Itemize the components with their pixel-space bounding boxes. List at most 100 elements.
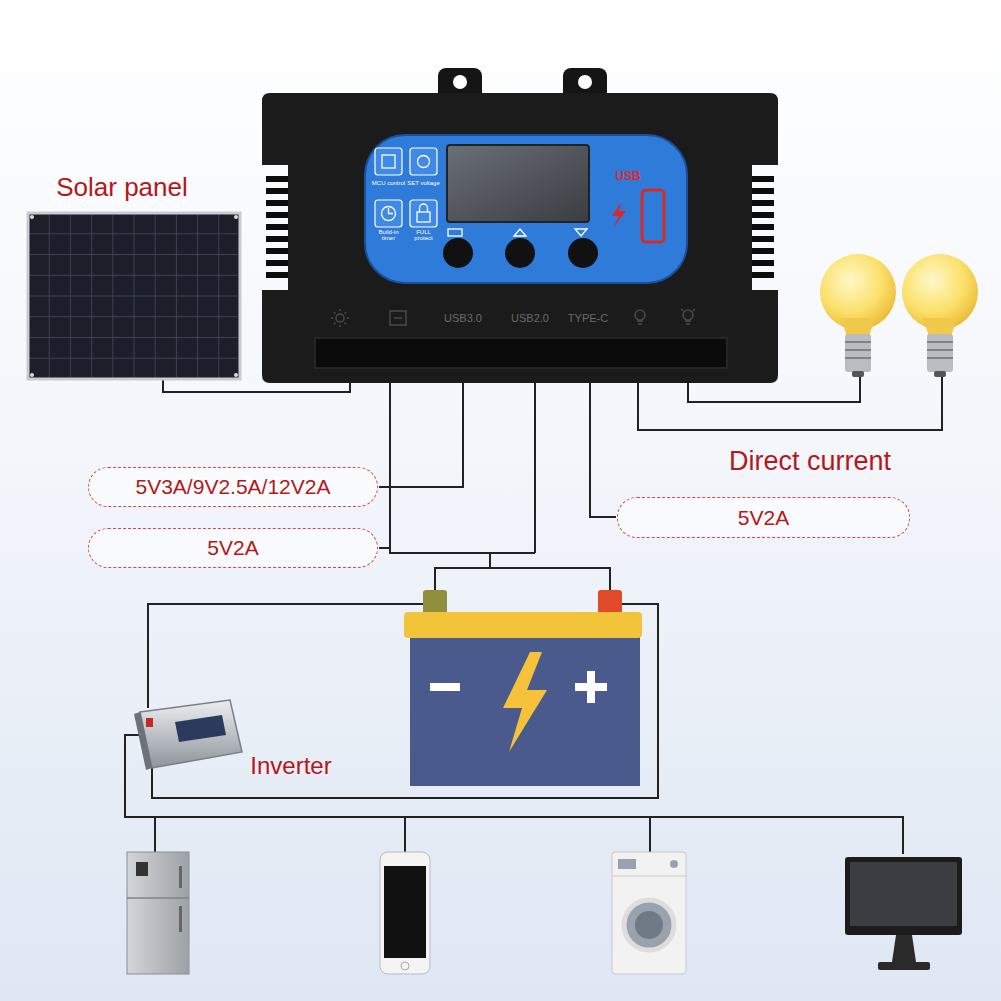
washing-machine [612,852,686,974]
battery [404,590,642,786]
charge-controller [443,238,473,268]
battery [503,652,547,752]
solar-panel [30,316,238,317]
charge-controller [752,200,774,206]
charge-controller [448,229,587,236]
charge-controller [578,75,592,89]
charge-controller [635,310,645,320]
icon-caption: FULL protect [407,229,441,241]
display-badge: USB [615,170,640,184]
port-label: USB3.0 [444,312,482,325]
refrigerator [127,852,189,974]
solar-panel [30,373,34,377]
charge-controller [752,212,774,218]
charge-controller [505,238,535,268]
wire [638,377,942,430]
charge-controller [420,204,428,212]
charge-controller [266,212,288,218]
solar-panel [28,213,240,379]
charge-controller [266,224,288,230]
charge-controller [382,155,431,222]
battery [598,590,622,614]
icon-caption: SET voltage [407,180,441,186]
icon-caption: Build-in timer [372,229,406,241]
washing-machine [624,900,674,950]
charge-controller [266,260,288,266]
light-bulb [927,334,953,372]
charge-controller [752,188,774,194]
battery [410,630,640,786]
charge-controller [642,190,664,242]
battery [587,671,595,703]
charge-controller [375,200,402,227]
charge-controller [418,156,430,168]
charge-controller [575,229,587,236]
light-bulb [840,318,876,335]
smartphone [384,866,426,958]
solar-panel [30,215,238,377]
rating-callout: 5V3A/9V2.5A/12V2A [88,467,378,507]
solar-panel [30,275,238,276]
charge-controller [266,248,288,254]
panel-title: Solar panel [56,173,188,203]
washing-machine [670,860,678,868]
solar-panel [30,254,238,255]
wire [379,547,390,549]
inverter-title: Inverter [250,752,331,780]
monitor [845,857,962,970]
smartphone [380,852,430,974]
solar-panel [30,296,238,297]
output-title: Direct current [729,446,891,477]
charge-controller [681,309,695,324]
inverter [134,712,152,770]
wire [404,817,406,852]
charge-controller [683,310,693,320]
light-bulb [820,254,978,377]
wire [390,383,535,553]
wire [148,604,423,708]
refrigerator [179,906,182,932]
washing-machine [635,911,663,939]
solar-panel [30,358,238,359]
charge-controller [262,93,778,383]
port-label: TYPE-C [568,312,608,325]
refrigerator [179,866,182,888]
charge-controller [410,148,437,175]
light-bulb [852,371,864,377]
charge-controller [375,148,437,227]
wire [649,817,651,852]
light-bulb [927,342,953,358]
inverter [134,700,242,770]
charge-controller [410,200,437,227]
charge-controller [389,208,394,214]
light-bulb [934,371,946,377]
rating-text: 5V2A [738,506,789,530]
solar-panel [30,337,238,338]
monitor [845,857,962,935]
charge-controller [382,207,396,221]
wire [489,553,491,568]
solar-panel [234,215,238,219]
washing-machine [612,876,686,877]
port-label: USB2.0 [511,312,549,325]
charge-controller [266,188,288,194]
wire [590,383,616,517]
monitor [878,962,930,970]
charge-controller [752,176,774,182]
battery [404,612,642,638]
refrigerator [136,862,148,876]
charge-controller [453,75,467,89]
charge-controller [331,309,695,327]
charge-controller [266,176,288,182]
smartphone [380,852,430,974]
charge-controller [752,260,774,266]
refrigerator [127,852,189,974]
smartphone [401,962,409,970]
charge-controller [568,238,598,268]
charge-controller [752,272,774,278]
inverter [146,718,153,727]
charge-controller [448,229,462,236]
monitor [892,935,916,962]
charge-controller [514,229,526,236]
